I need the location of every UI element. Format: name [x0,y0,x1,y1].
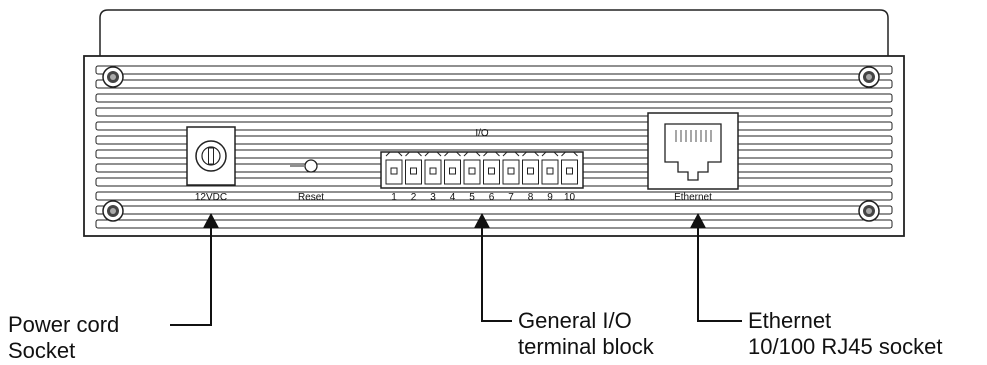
power-socket: 12VDC [186,126,236,203]
io-leader [474,213,512,322]
io-terminal [424,151,442,185]
io-pin-numbers: 1 2 3 4 5 6 7 8 9 10 [391,192,575,203]
io-terminal-block: I/O 1 2 3 4 5 6 7 8 9 10 [380,128,584,203]
io-pin-number: 6 [489,192,495,203]
screw-top-right [858,66,880,88]
fin-ridge [95,79,893,89]
fin-ridge [95,65,893,75]
io-callout: General I/O terminal block [518,308,654,360]
io-pin-number: 7 [508,192,514,203]
power-leader [170,213,219,326]
io-callout-line1: General I/O [518,308,632,333]
panel-body [83,55,905,237]
io-pin-number: 2 [411,192,417,203]
ethernet-callout: Ethernet 10/100 RJ45 socket [748,308,942,360]
io-pin-number: 10 [564,192,576,203]
reset-label: Reset [298,192,324,203]
power-callout-line1: Power cord [8,312,120,337]
io-terminal [561,151,578,185]
power-callout-line2: Socket [8,338,76,363]
io-pin-number: 4 [450,192,456,203]
io-terminal [541,151,559,185]
fin-ridge [95,121,893,131]
top-cover [99,9,889,57]
screw-bottom-right [858,200,880,222]
io-pin-number: 1 [391,192,397,203]
power-callout: Power cord Socket [8,312,119,364]
power-socket-label: 12VDC [195,192,227,203]
ethernet-callout-line1: Ethernet [748,308,832,333]
callout-leaders [170,213,742,326]
io-terminal [405,151,422,185]
io-pin-number: 8 [528,192,534,203]
io-terminal [444,151,461,185]
io-pin-number: 5 [469,192,475,203]
fin-ridge [95,107,893,117]
io-pin-number: 3 [430,192,436,203]
screw-top-left [102,66,124,88]
reset-button: Reset [290,159,324,203]
io-terminal [385,151,403,185]
fin-ridge [95,219,893,229]
io-terminal [463,151,481,185]
screw-bottom-left [102,200,124,222]
fin-ridge [95,205,893,215]
fin-ridge [95,135,893,145]
fin-ridge [95,93,893,103]
ethernet-port: Ethernet [647,112,739,203]
io-pin-number: 9 [547,192,553,203]
cooling-fins [95,65,893,229]
io-label: I/O [475,128,489,139]
io-terminal [502,151,520,185]
ethernet-leader [690,213,742,322]
ethernet-callout-line2: 10/100 RJ45 socket [748,334,943,359]
corner-screws [102,66,880,222]
ethernet-port-label: Ethernet [674,192,712,203]
fin-ridge [95,191,893,201]
io-callout-line2: terminal block [518,334,654,359]
io-terminal [522,151,539,185]
io-terminals [385,151,578,185]
io-terminal [483,151,500,185]
